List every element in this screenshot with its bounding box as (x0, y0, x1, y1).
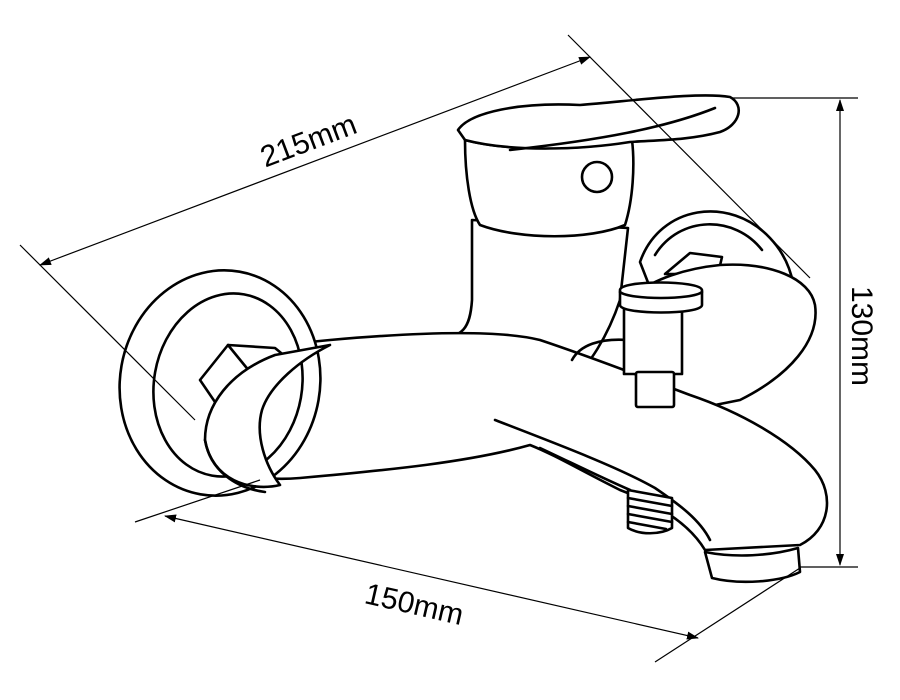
left-arm (203, 343, 332, 489)
diverter-knob (570, 281, 704, 409)
dimension-130mm: 130mm (732, 97, 878, 568)
dimension-label-130mm: 130mm (845, 286, 878, 386)
dimension-label-215mm: 215mm (256, 108, 361, 174)
dimension-label-150mm: 150mm (362, 577, 467, 632)
spout (203, 331, 829, 552)
indicator-dot (580, 160, 614, 194)
lever-handle (456, 94, 740, 150)
aerator (703, 546, 802, 584)
hose-outlet (626, 488, 674, 535)
faucet-body (118, 94, 829, 584)
